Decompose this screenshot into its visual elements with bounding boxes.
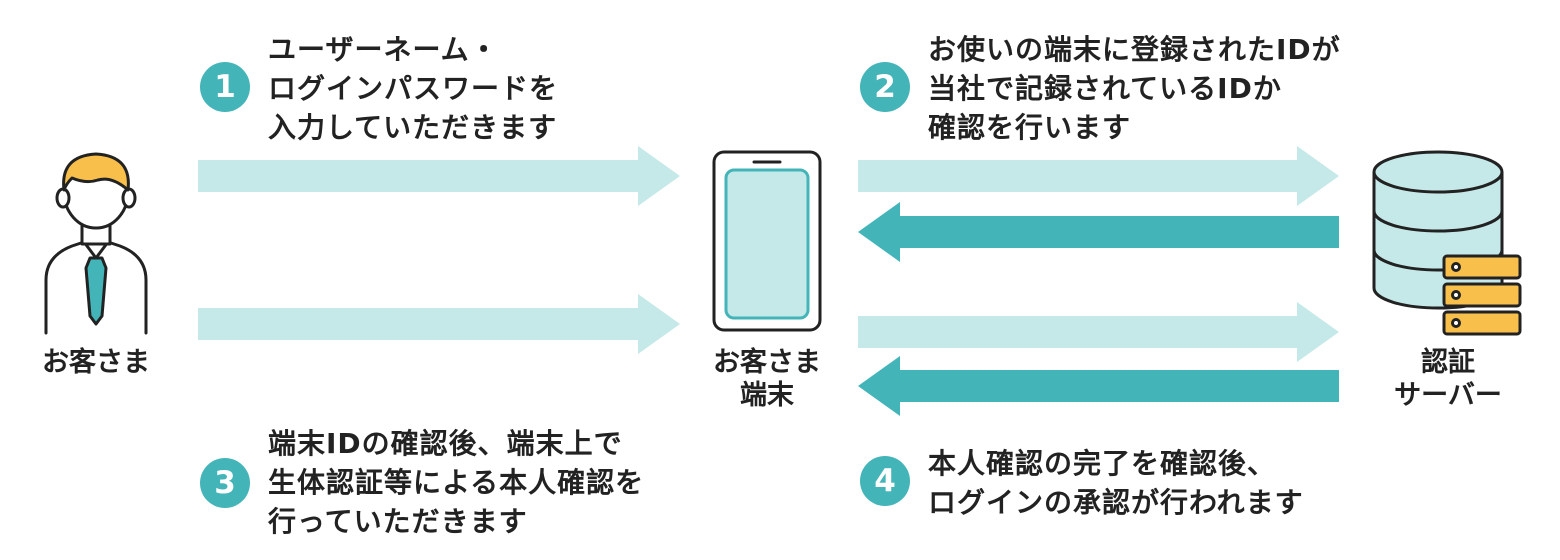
step-1-text: ユーザーネーム・ ログインパスワードを 入力していただきます [268, 30, 558, 147]
server-label: 認証 サーバー [1378, 346, 1518, 412]
smartphone-icon [712, 150, 822, 332]
step-3-line-2: 生体認証等による本人確認を [268, 466, 645, 499]
step-4-line-1: 本人確認の完了を確認後、 [928, 447, 1277, 480]
step-4-line-2: ログインの承認が行われます [928, 486, 1304, 519]
device-label-line-1: お客さま [713, 347, 821, 378]
step-4-badge: 4 [860, 456, 910, 506]
step-1-line-2: ログインパスワードを [268, 72, 559, 105]
step-2-line-1: お使いの端末に登録されたIDが [928, 33, 1341, 66]
arrow-server-to-device-4 [858, 356, 1339, 416]
customer-label: お客さま [42, 347, 150, 378]
step-1-badge: 1 [200, 62, 250, 112]
arrow-server-to-device-2 [858, 202, 1339, 262]
step-2-badge: 2 [860, 62, 910, 112]
device-label: お客さま 端末 [697, 346, 837, 412]
arrow-customer-to-device-1 [198, 146, 680, 206]
server-stack-icon [1442, 254, 1522, 336]
step-1-line-1: ユーザーネーム・ [268, 33, 499, 66]
arrow-device-to-server-2 [858, 146, 1339, 206]
step-2-line-2: 当社で記録されているIDか [928, 72, 1282, 105]
step-2-line-3: 確認を行います [928, 111, 1132, 144]
step-3-line-1: 端末IDの確認後、端末上で [268, 427, 623, 460]
arrow-device-to-server-4 [858, 302, 1339, 362]
step-3-badge: 3 [200, 458, 250, 508]
step-1-line-3: 入力していただきます [268, 111, 558, 144]
device-label-line-2: 端末 [740, 380, 794, 411]
step-4-text: 本人確認の完了を確認後、 ログインの承認が行われます [928, 444, 1304, 522]
step-2-text: お使いの端末に登録されたIDが 当社で記録されているIDか 確認を行います [928, 30, 1341, 147]
step-3-line-3: 行っていただきます [268, 505, 528, 538]
person-icon [44, 152, 148, 335]
step-3-text: 端末IDの確認後、端末上で 生体認証等による本人確認を 行っていただきます [268, 424, 644, 541]
server-label-line-1: 認証 [1421, 347, 1475, 378]
server-label-line-2: サーバー [1394, 380, 1502, 411]
arrow-customer-to-device-3 [198, 294, 680, 354]
